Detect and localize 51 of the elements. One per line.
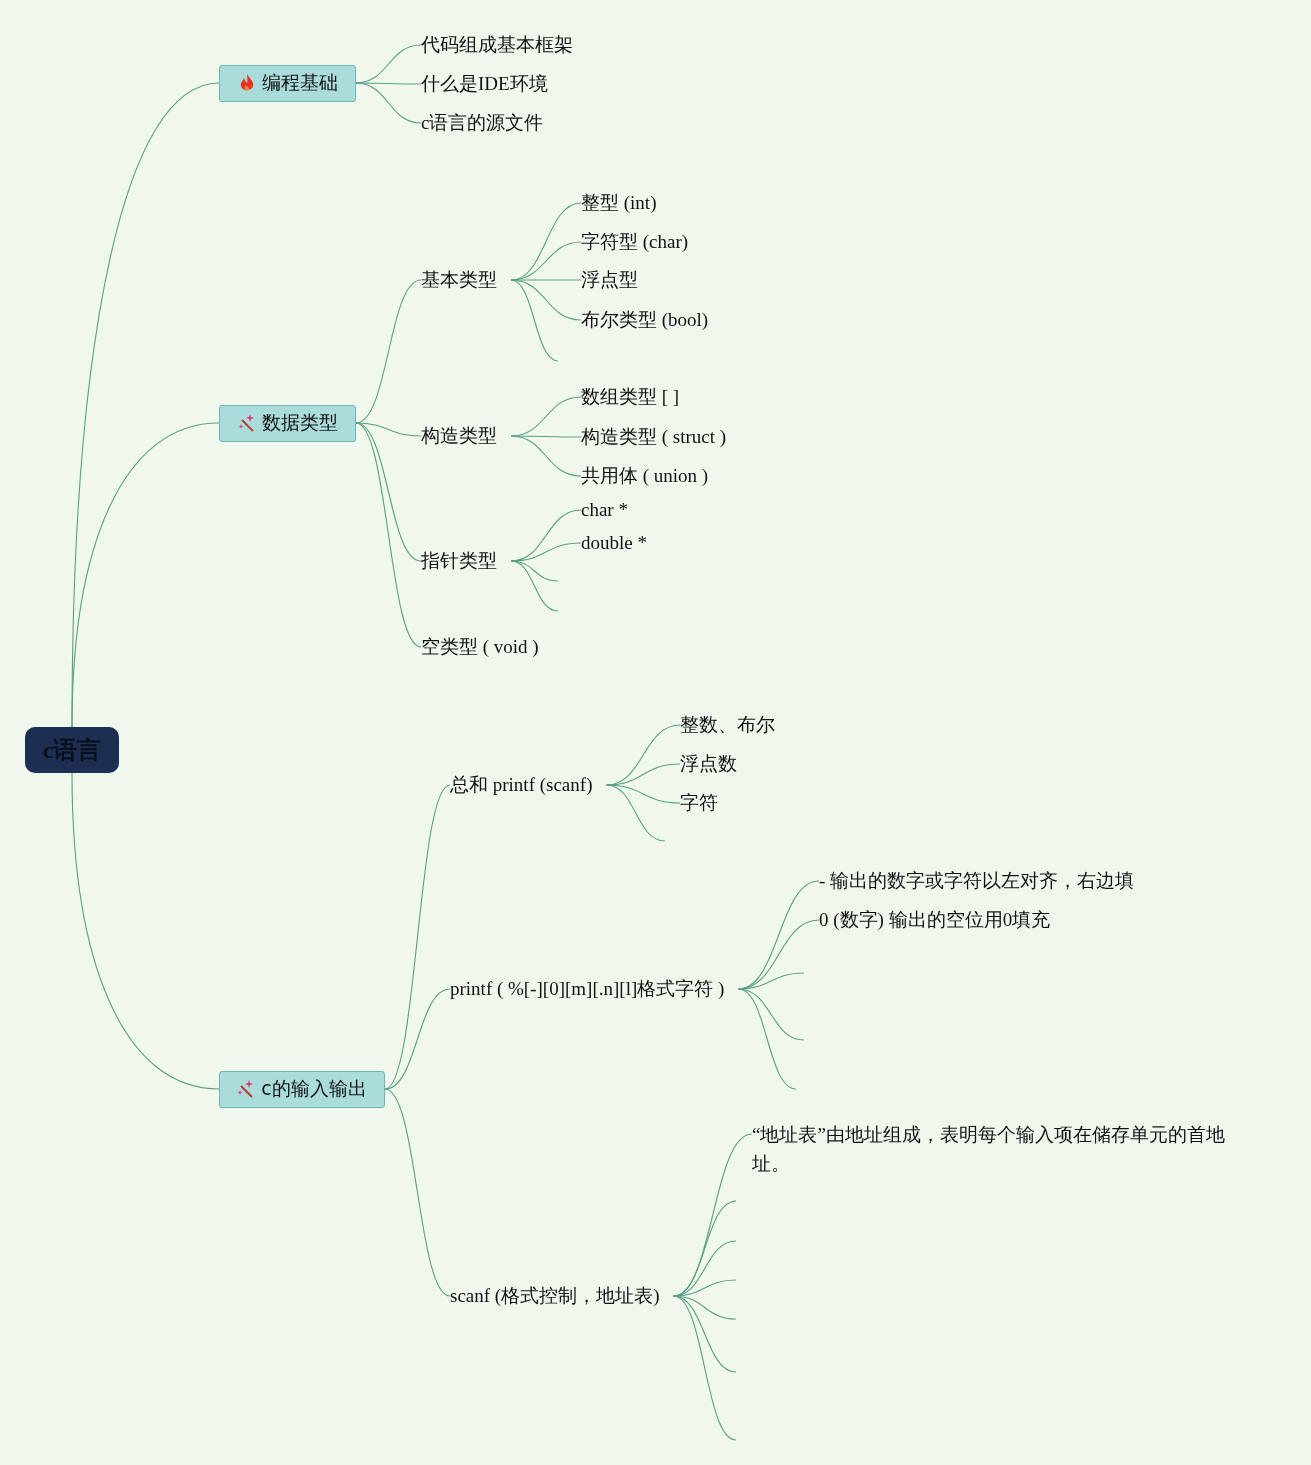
subtopic-text: 整型 (int) — [581, 192, 659, 214]
topic-label: 数据类型 — [261, 410, 338, 435]
subtopic-text: 整数、布尔 — [680, 714, 777, 736]
subtopic-text: double * — [581, 532, 649, 554]
subtopic-text: 共用体 ( union ) — [581, 465, 711, 487]
connector-line — [355, 422, 422, 437]
topic-label: 编程基础 — [261, 70, 338, 95]
topic-box — [219, 404, 356, 442]
subtopic-text: 构造类型 ( struct ) — [581, 426, 729, 448]
connector-line — [605, 784, 681, 804]
subtopic-text: 总和 printf (scanf) — [450, 774, 595, 796]
connector-line — [737, 988, 797, 1090]
subtopic-text: 指针类型 — [421, 550, 499, 572]
connector-line — [355, 82, 422, 85]
connector-line — [355, 82, 422, 124]
subtopic-text: 数组类型 [ ] — [581, 386, 682, 408]
subtopic-text: 浮点型 — [581, 269, 640, 291]
topic-box — [219, 64, 356, 102]
subtopic-text: 字符型 (char) — [581, 231, 691, 253]
subtopic-text: printf ( %[-][0][m][.n][l]格式字符 ) — [450, 978, 727, 1000]
connector-line — [384, 1088, 451, 1297]
subtopic-text: 0 (数字) 输出的空位用0填充 — [819, 909, 1053, 931]
subtopic-text: 构造类型 — [421, 425, 499, 447]
subtopic-text: “地址表”由地址组成，表明每个输入项在储存单元的首地址。 — [752, 1120, 1259, 1178]
subtopic-text: - 输出的数字或字符以左对齐，右边填 — [819, 870, 1137, 892]
subtopic-text: 布尔类型 (bool) — [581, 309, 711, 331]
connector-line — [510, 279, 582, 321]
subtopic-text: scanf (格式控制，地址表) — [450, 1285, 662, 1307]
connector-line — [672, 1295, 737, 1441]
connector-line — [605, 784, 666, 842]
subtopic-text: 代码组成基本框架 — [421, 34, 575, 56]
subtopic-text: 基本类型 — [421, 269, 499, 291]
connector-line — [510, 435, 582, 438]
connector-line — [71, 772, 220, 1090]
connector-line — [355, 422, 422, 648]
connector-line — [384, 988, 451, 1090]
subtopic-text: c语言的源文件 — [421, 112, 546, 134]
connector-line — [510, 560, 559, 612]
topic-label: c的输入输出 — [261, 1076, 367, 1101]
subtopic-text: 空类型 ( void ) — [421, 636, 541, 658]
subtopic-text: 浮点数 — [680, 753, 739, 775]
connector-line — [510, 560, 559, 582]
topic-box — [219, 1070, 385, 1108]
subtopic-text: 字符 — [680, 792, 720, 814]
connector-line — [672, 1295, 737, 1320]
connector-line — [510, 435, 582, 477]
connector-line — [737, 972, 805, 990]
connector-line — [71, 422, 220, 728]
subtopic-text: char * — [581, 499, 630, 521]
subtopic-text: 什么是IDE环境 — [421, 73, 550, 95]
connector-line — [510, 279, 559, 362]
